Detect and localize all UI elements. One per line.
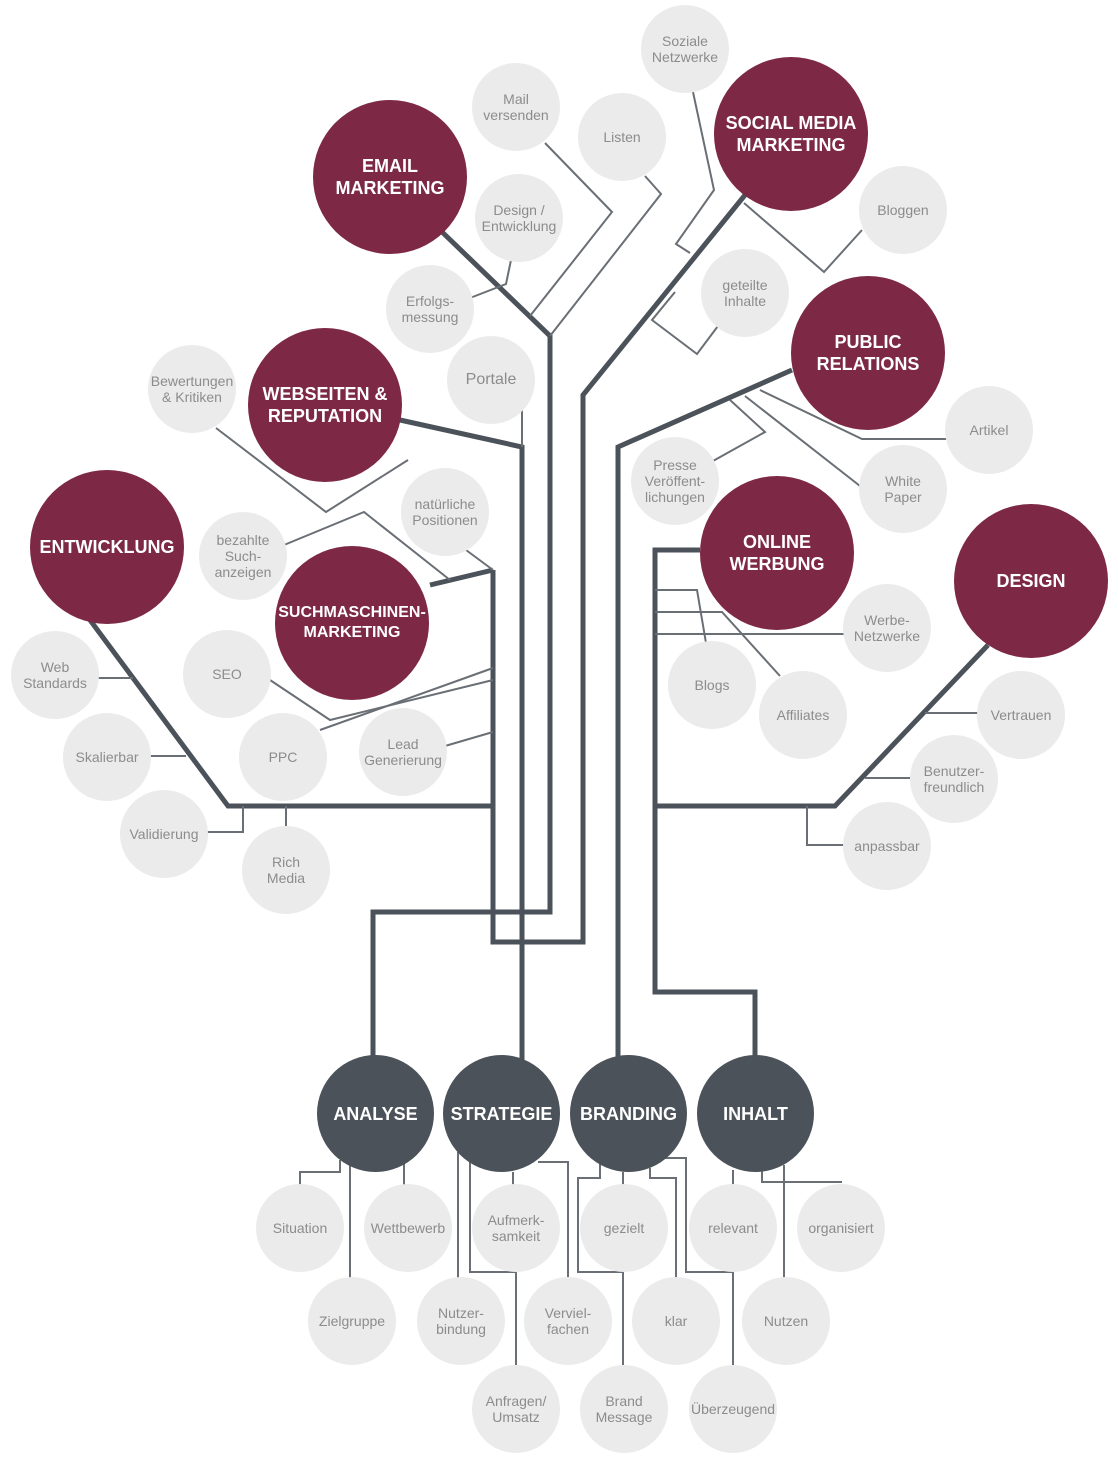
leaf-natuerliche-positionen: natürliche Positionen <box>401 468 489 556</box>
branch-artikel <box>759 389 946 440</box>
leaf-nutzerbindung: Nutzer- bindung <box>417 1277 505 1365</box>
branch-situation <box>299 1160 341 1190</box>
leaf-bezahlte-suchanzeigen: bezahlte Such- anzeigen <box>199 512 287 600</box>
leaf-bloggen: Bloggen <box>859 166 947 254</box>
leaf-blogs: Blogs <box>668 641 756 729</box>
leaf-design-entwicklung: Design / Entwicklung <box>475 174 563 262</box>
branch-vervielfachen <box>538 1161 569 1280</box>
leaf-affiliates: Affiliates <box>759 671 847 759</box>
leaf-soziale-netzwerke: Soziale Netzwerke <box>641 5 729 93</box>
root-strategie: STRATEGIE <box>443 1055 560 1172</box>
leaf-wettbewerb: Wettbewerb <box>364 1184 452 1272</box>
leaf-erfolgsmessung: Erfolgs- messung <box>386 265 474 353</box>
leaf-white-paper: White Paper <box>859 445 947 533</box>
node-public-relations: PUBLIC RELATIONS <box>791 276 945 430</box>
branch-mail <box>529 142 614 317</box>
branch-validierung <box>205 806 244 833</box>
branch-brand-msg <box>577 1160 624 1365</box>
leaf-ppc: PPC <box>239 713 327 801</box>
node-online-werbung: ONLINE WERBUNG <box>700 476 854 630</box>
branch-bezahlte <box>283 510 451 581</box>
root-inhalt: INHALT <box>697 1055 814 1172</box>
leaf-aufmerksamkeit: Aufmerk- samkeit <box>472 1184 560 1272</box>
branch-klar <box>649 1168 677 1280</box>
leaf-anpassbar: anpassbar <box>843 802 931 890</box>
branch-design-entw <box>469 259 512 299</box>
branch-bewertungen <box>215 427 409 514</box>
leaf-portale: Portale <box>447 336 535 424</box>
leaf-vervielfachen: Verviel- fachen <box>524 1277 612 1365</box>
trunk-suchmaschinen <box>490 193 747 945</box>
trunk-design <box>655 643 990 809</box>
leaf-geteilte-inhalte: geteilte Inhalte <box>701 249 789 337</box>
leaf-skalierbar: Skalierbar <box>63 713 151 801</box>
leaf-nutzen: Nutzen <box>742 1277 830 1365</box>
root-branding: BRANDING <box>570 1055 687 1172</box>
leaf-vertrauen: Vertrauen <box>977 671 1065 759</box>
leaf-brand-message: Brand Message <box>580 1365 668 1453</box>
leaf-zielgruppe: Zielgruppe <box>308 1277 396 1365</box>
branch-natuerliche <box>465 549 494 571</box>
leaf-mail-versenden: Mail versenden <box>472 63 560 151</box>
leaf-situation: Situation <box>256 1184 344 1272</box>
branch-presse <box>703 399 767 467</box>
branch-ueberzeugend <box>665 1157 734 1365</box>
branch-blogs <box>655 589 707 644</box>
leaf-seo: SEO <box>183 630 271 718</box>
leaf-benutzerfreundlich: Benutzer- freundlich <box>910 735 998 823</box>
branch-listen <box>549 175 663 337</box>
leaf-web-standards: Web Standards <box>11 631 99 719</box>
branch-ppc <box>319 667 494 731</box>
leaf-rich-media: Rich Media <box>242 826 330 914</box>
trunk-analyse <box>370 228 553 1060</box>
leaf-ueberzeugend: Überzeugend <box>689 1365 777 1453</box>
leaf-validierung: Validierung <box>120 790 208 878</box>
node-webseiten-reputation: WEBSEITEN & REPUTATION <box>248 328 402 482</box>
leaf-relevant: relevant <box>689 1184 777 1272</box>
branch-lead <box>444 731 494 747</box>
branch-anfragen <box>469 1160 517 1365</box>
branch-geteilte <box>650 291 719 356</box>
leaf-presse: Presse Veröffent- lichungen <box>631 437 719 525</box>
branch-soziale <box>674 91 716 254</box>
trunk-webseiten <box>429 567 494 588</box>
branch-anpassbar <box>806 806 843 846</box>
node-social-media-marketing: SOCIAL MEDIA MARKETING <box>714 57 868 211</box>
node-design: DESIGN <box>954 504 1108 658</box>
trunk-entwicklung <box>87 618 493 809</box>
trunk-branding <box>615 367 794 1060</box>
leaf-werbe-netzwerke: Werbe- Netzwerke <box>843 584 931 672</box>
leaf-klar: klar <box>632 1277 720 1365</box>
root-analyse: ANALYSE <box>317 1055 434 1172</box>
branch-organisiert <box>761 1168 842 1183</box>
node-entwicklung: ENTWICKLUNG <box>30 470 184 624</box>
branch-seo <box>269 679 494 722</box>
node-suchmaschinen-marketing: SUCHMASCHINEN- MARKETING <box>275 546 429 700</box>
leaf-lead-generierung: Lead Generierung <box>359 708 447 796</box>
branch-bloggen <box>743 202 863 274</box>
leaf-listen: Listen <box>578 93 666 181</box>
branch-affiliates <box>655 611 781 677</box>
trunk-inhalt <box>652 547 758 1060</box>
leaf-gezielt: gezielt <box>580 1184 668 1272</box>
leaf-artikel: Artikel <box>945 386 1033 474</box>
leaf-bewertungen-kritiken: Bewertungen & Kritiken <box>148 345 236 433</box>
leaf-anfragen-umsatz: Anfragen/ Umsatz <box>472 1365 560 1453</box>
leaf-organisiert: organisiert <box>797 1184 885 1272</box>
branch-white <box>744 395 861 487</box>
node-email-marketing: EMAIL MARKETING <box>313 100 467 254</box>
